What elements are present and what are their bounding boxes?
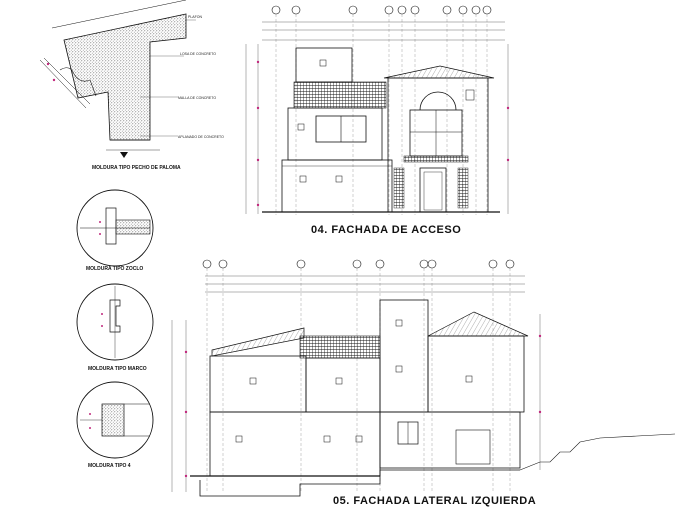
elevation-fachada-lateral — [171, 259, 675, 497]
detail-1-title: MOLDURA TIPO PECHO DE PALOMA — [92, 165, 181, 171]
note-losa: LOSA DE CONCRETO — [180, 52, 216, 56]
note-plafon: PLAFON — [188, 15, 202, 19]
elevation-fachada-acceso — [245, 5, 510, 215]
elevation-1-title: 04. FACHADA DE ACCESO — [311, 224, 462, 236]
note-aplanado: APLANADO DE CONCRETO — [178, 135, 224, 139]
detail-zoclo — [76, 189, 154, 267]
detail-marco — [76, 283, 154, 361]
detail-2-title: MOLDURA TIPO ZOCLO — [86, 266, 144, 272]
detail-pecho-de-paloma — [39, 0, 196, 158]
detail-3-title: MOLDURA TIPO MARCO — [88, 366, 147, 372]
detail-4-title: MOLDURA TIPO 4 — [88, 463, 131, 469]
elevation-2-title: 05. FACHADA LATERAL IZQUIERDA — [333, 495, 537, 507]
note-malla: MALLA DE CONCRETO — [178, 96, 216, 100]
detail-tipo-4 — [76, 381, 154, 459]
